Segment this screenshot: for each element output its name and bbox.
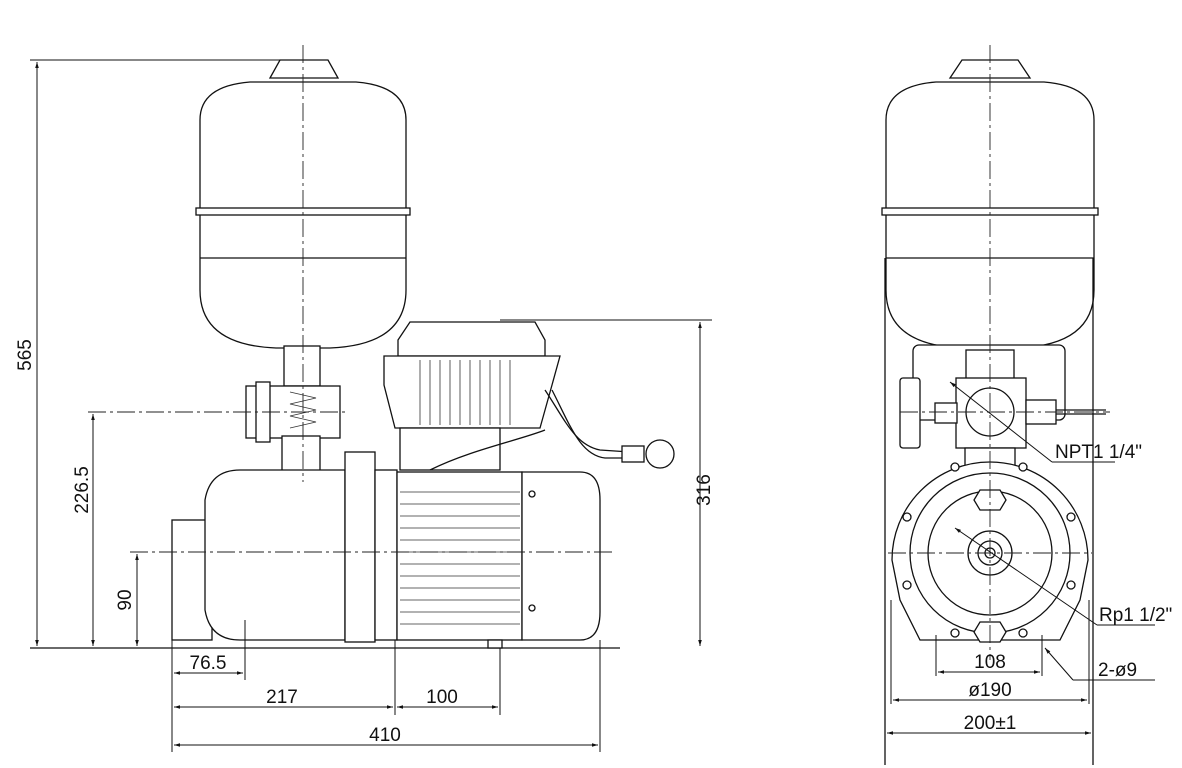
dim-motor-foot: 100 <box>426 687 458 708</box>
dim-pump-length: 217 <box>266 687 298 708</box>
inlet-thread-label: Rp1 1/2" <box>1099 605 1172 626</box>
dim-foot-spacing: 108 <box>974 652 1006 673</box>
pump-body <box>171 451 398 643</box>
dim-total-width: 200±1 <box>964 713 1017 734</box>
dim-inlet-height: 90 <box>115 589 136 610</box>
dim-control-height: 316 <box>694 474 715 506</box>
side-dimensions <box>30 59 712 752</box>
dim-total-length: 410 <box>369 725 401 746</box>
pressure-tank <box>195 59 411 349</box>
dim-inlet-offset: 76.5 <box>190 653 227 674</box>
power-plug-icon <box>645 439 675 469</box>
side-view: 565 226.5 90 316 76.5 217 100 410 <box>15 45 715 752</box>
pressure-gauge <box>899 377 921 449</box>
controller-box <box>383 321 675 471</box>
front-view: NPT1 1/4" Rp1 1/2" 2-ø9 108 ø190 200±1 <box>881 45 1172 765</box>
mount-holes-label: 2-ø9 <box>1098 660 1137 681</box>
dim-outlet-height: 226.5 <box>72 466 93 514</box>
dim-pump-diameter: ø190 <box>968 680 1011 701</box>
outlet-thread-label: NPT1 1/4" <box>1055 442 1142 463</box>
dim-total-height: 565 <box>15 339 36 371</box>
motor <box>396 471 601 649</box>
